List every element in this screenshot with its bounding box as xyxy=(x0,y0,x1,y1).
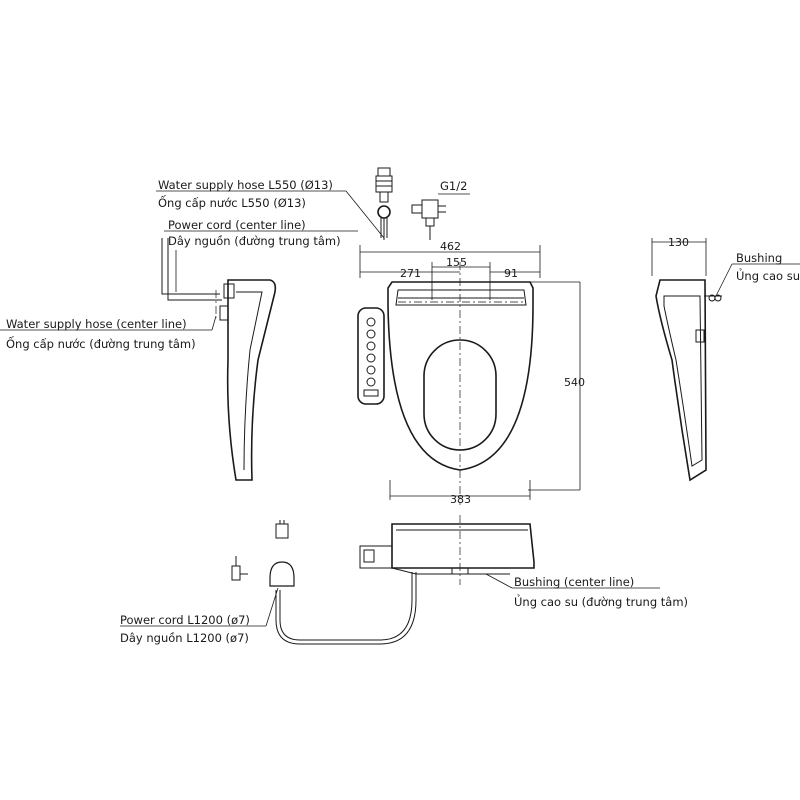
dim-right-offset: 91 xyxy=(504,267,518,280)
g-half-fitting xyxy=(411,193,470,240)
water-valve-fitting xyxy=(375,167,393,240)
leader-lines xyxy=(0,190,800,627)
left-side-view xyxy=(161,238,277,481)
thread-size-label: G1/2 xyxy=(440,179,467,193)
dim-body-width: 383 xyxy=(450,493,471,506)
dim-total-width: 462 xyxy=(440,240,461,253)
dim-side-depth: 130 xyxy=(668,236,689,249)
bushing-label-en: Bushing xyxy=(736,251,782,265)
dim-depth: 540 xyxy=(564,376,585,389)
front-view xyxy=(231,515,535,645)
power-cord-length-label-en: Power cord L1200 (ø7) xyxy=(120,613,250,627)
water-center-label-en: Water supply hose (center line) xyxy=(6,317,187,331)
power-cord-center-label-vi: Dây nguồn (đường trung tâm) xyxy=(168,234,341,248)
power-cord-length-label-vi: Dây nguồn L1200 (ø7) xyxy=(120,631,249,645)
bushing-center-label-en: Bushing (center line) xyxy=(514,575,634,589)
dim-left-to-center: 271 xyxy=(400,267,421,280)
water-supply-hose-label-vi: Ống cấp nước L550 (Ø13) xyxy=(158,194,306,210)
bushing-label-vi: Ủng cao su xyxy=(736,267,800,283)
water-center-label-vi: Ống cấp nước (đường trung tâm) xyxy=(6,335,196,351)
dim-hole-spacing: 155 xyxy=(446,256,467,269)
power-cord-center-label-en: Power cord (center line) xyxy=(168,218,306,232)
top-view xyxy=(357,245,581,505)
bushing-center-label-vi: Ủng cao su (đường trung tâm) xyxy=(514,593,688,609)
water-supply-hose-label-en: Water supply hose L550 (Ø13) xyxy=(158,178,333,192)
right-side-view xyxy=(651,238,722,482)
